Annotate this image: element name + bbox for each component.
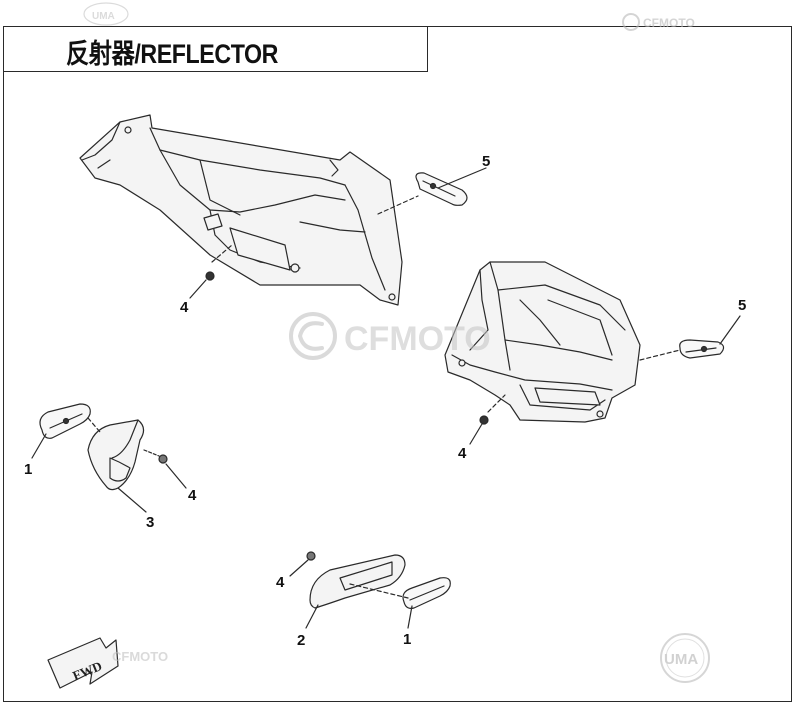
nut-bracket-small — [479, 415, 489, 425]
callout-3: 3 — [146, 514, 154, 531]
reflector-left — [39, 403, 91, 439]
top-uma-watermark: UMA — [83, 2, 129, 26]
rear-bracket-large — [79, 114, 403, 306]
callout-4-bottom: 4 — [276, 574, 285, 591]
fwd-arrow: FWD — [47, 637, 119, 689]
svg-text:CFMOTO: CFMOTO — [643, 16, 695, 30]
uma-badge: UMA — [660, 633, 710, 683]
nut-bottom — [306, 551, 316, 561]
callout-5-right: 5 — [738, 297, 746, 314]
svg-text:UMA: UMA — [92, 11, 115, 22]
callout-4-bracket-large: 4 — [180, 299, 189, 316]
nut-left — [143, 449, 168, 464]
top-cfmoto-watermark: CFMOTO — [622, 13, 695, 31]
callout-4-bracket-small: 4 — [458, 445, 467, 462]
callout-1-bottom: 1 — [403, 631, 411, 648]
reflector-housing-bottom — [309, 554, 406, 609]
rear-bracket-small — [444, 261, 641, 423]
callout-labels: 5 4 5 4 1 4 3 4 2 1 — [24, 153, 746, 649]
reflector-bottom — [402, 577, 451, 609]
assembly-lines — [87, 195, 681, 599]
leader-lines — [31, 167, 741, 629]
callout-5-top: 5 — [482, 153, 490, 170]
center-cfmoto-watermark: CFMOTO — [289, 312, 491, 360]
callout-1-left: 1 — [24, 461, 32, 478]
callout-4-left: 4 — [188, 487, 197, 504]
svg-text:CFMOTO: CFMOTO — [344, 320, 491, 358]
bottom-cfmoto-watermark: CFMOTO — [112, 649, 168, 664]
svg-text:UMA: UMA — [664, 651, 698, 668]
page-title: 反射器/REFLECTOR — [66, 39, 279, 69]
svg-text:CFMOTO: CFMOTO — [112, 649, 168, 664]
reflector-oval-right — [679, 339, 725, 359]
nut-bracket-large — [205, 271, 215, 281]
reflector-oval-top — [415, 172, 468, 206]
callout-2: 2 — [297, 632, 305, 649]
reflector-housing-left — [87, 419, 145, 491]
title-box — [3, 26, 428, 72]
